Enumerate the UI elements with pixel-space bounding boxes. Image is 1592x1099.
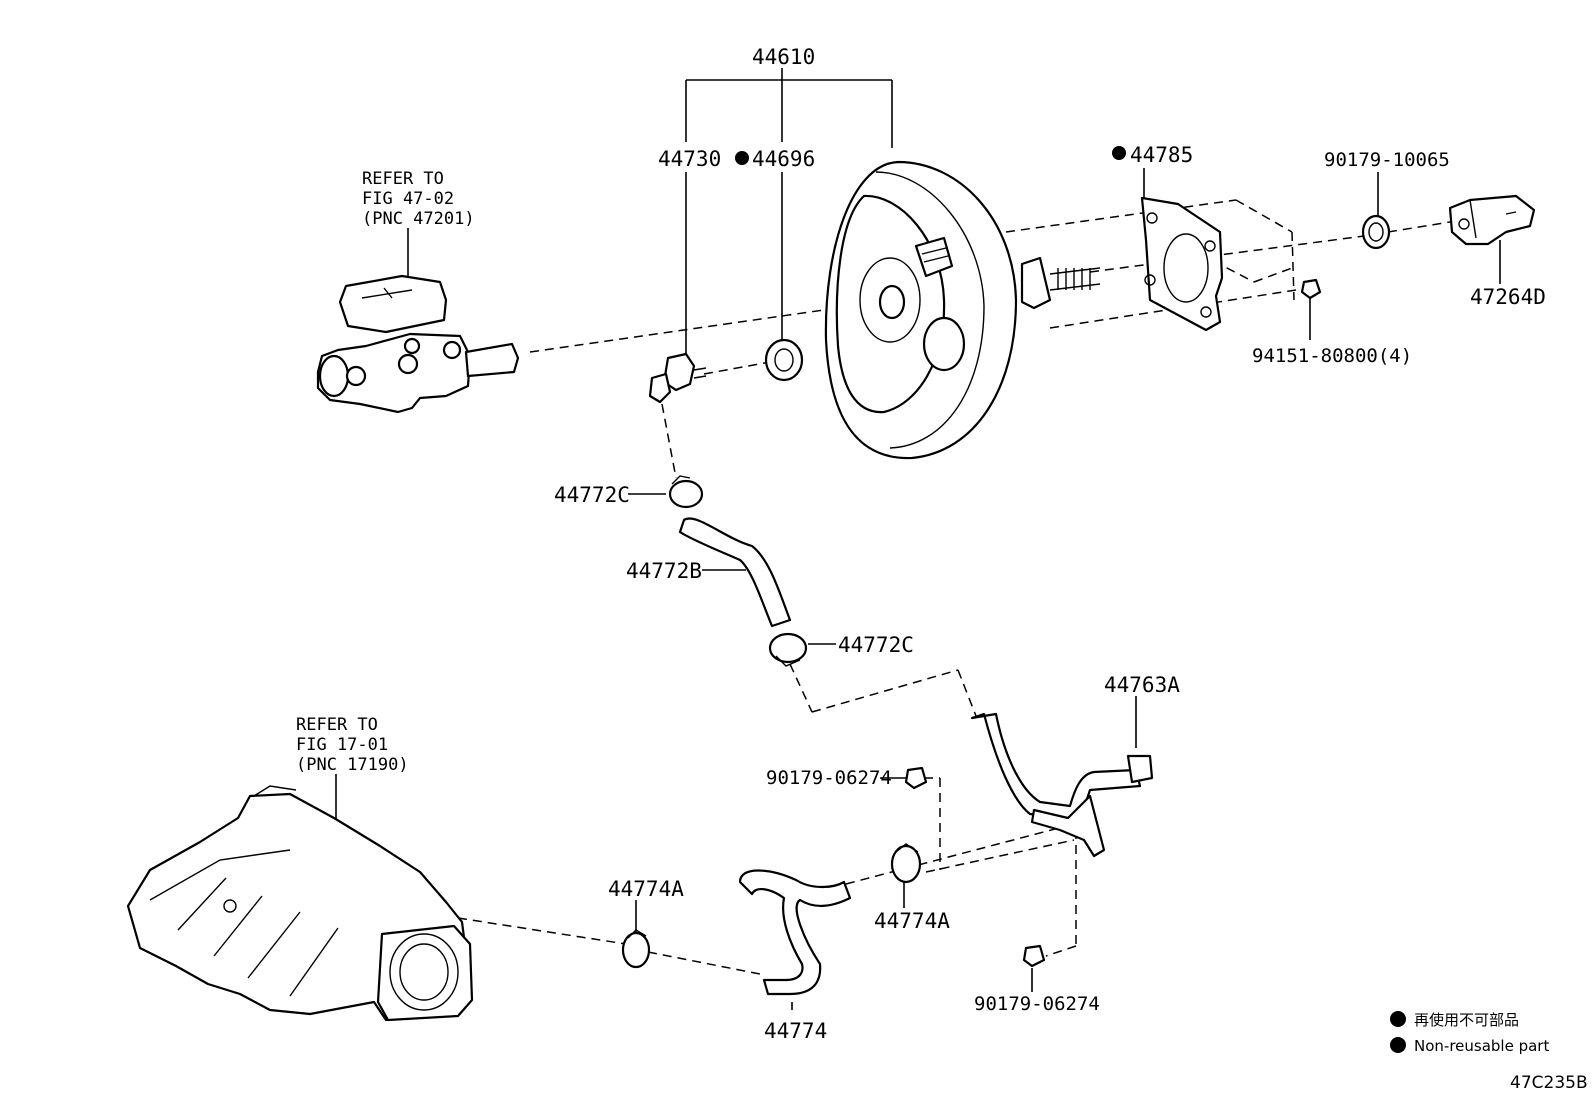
- hose-clip-upper: [668, 475, 704, 509]
- ref-line: FIG 47-02: [362, 189, 454, 209]
- legend: 再使用不可部品 Non-reusable part: [1390, 1011, 1549, 1055]
- grommet: [764, 338, 804, 382]
- figure-code: 47C235B: [1510, 1073, 1588, 1093]
- label-90179-06274-upper: 90179-06274: [766, 767, 892, 789]
- ref-line: (PNC 47201): [362, 209, 475, 229]
- hose-clip-mid: [768, 632, 808, 667]
- label-44774: 44774: [764, 1019, 827, 1043]
- vacuum-hose-lower: [738, 869, 852, 996]
- clevis: [1448, 194, 1536, 246]
- legend-japanese: 再使用不可部品: [1414, 1011, 1519, 1029]
- label-94151-80800: 94151-80800(4): [1252, 345, 1412, 367]
- label-44772C-upper: 44772C: [554, 483, 630, 507]
- label-44774A-right: 44774A: [874, 909, 950, 933]
- booster-nut: [1300, 278, 1322, 300]
- label-44696: 44696: [752, 147, 815, 171]
- non-reusable-marker-44785: [1112, 146, 1126, 160]
- label-47264D: 47264D: [1470, 285, 1546, 309]
- legend-english: Non-reusable part: [1414, 1037, 1549, 1055]
- ref-note-master-cylinder: REFER TO FIG 47-02 (PNC 47201): [362, 169, 475, 229]
- ref-line: (PNC 17190): [296, 755, 409, 775]
- hose-clip-right: [890, 843, 922, 884]
- ref-line: REFER TO: [296, 715, 378, 735]
- tube-nut-lower: [1022, 944, 1046, 968]
- label-44774A-left: 44774A: [608, 877, 684, 901]
- label-44772B: 44772B: [626, 559, 702, 583]
- hose-clip-left: [621, 929, 651, 969]
- ref-line: FIG 17-01: [296, 735, 388, 755]
- label-90179-06274-lower: 90179-06274: [974, 993, 1100, 1015]
- label-44772C-mid: 44772C: [838, 633, 914, 657]
- master-cylinder: [316, 274, 520, 414]
- label-44730: 44730: [658, 147, 721, 171]
- label-44610: 44610: [752, 45, 815, 69]
- clevis-pin: [1361, 214, 1391, 250]
- intake-manifold: [126, 785, 474, 1022]
- legend-marker: [1390, 1011, 1406, 1027]
- gasket: [1140, 196, 1224, 332]
- check-valve: [648, 352, 707, 404]
- vacuum-tube: [970, 712, 1154, 858]
- assembly-lines: [457, 199, 1451, 975]
- label-90179-10065: 90179-10065: [1324, 149, 1450, 171]
- ref-note-intake-manifold: REFER TO FIG 17-01 (PNC 17190): [296, 715, 409, 775]
- tube-nut-upper: [904, 766, 928, 790]
- label-44785: 44785: [1130, 143, 1193, 167]
- non-reusable-marker-44696: [735, 151, 749, 165]
- label-44763A: 44763A: [1104, 673, 1180, 697]
- legend-marker: [1390, 1037, 1406, 1053]
- ref-line: REFER TO: [362, 169, 444, 189]
- vacuum-hose-upper: [678, 517, 792, 628]
- brake-booster: [824, 160, 1101, 460]
